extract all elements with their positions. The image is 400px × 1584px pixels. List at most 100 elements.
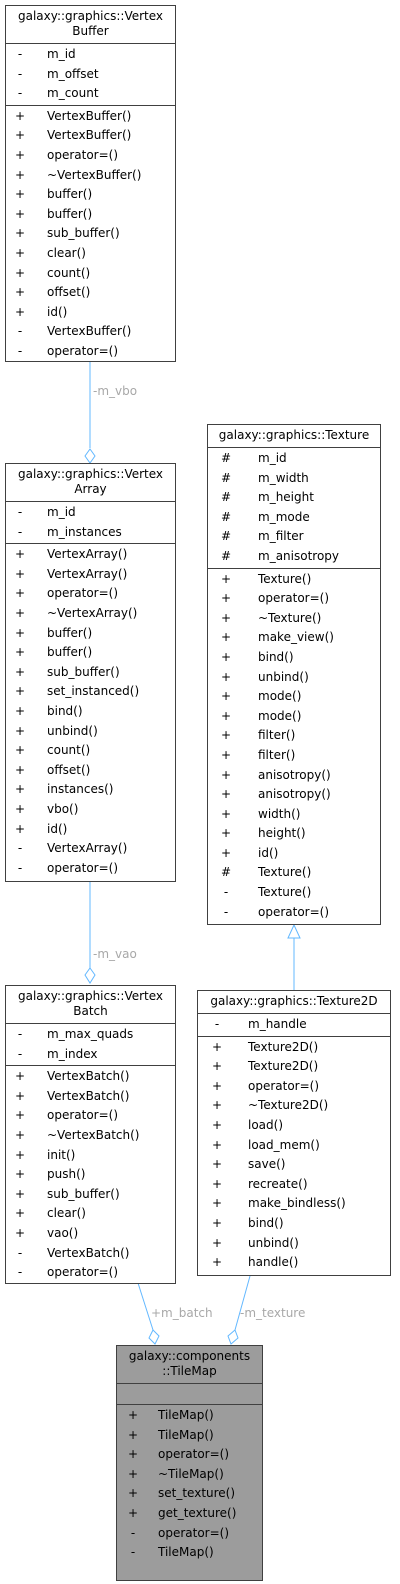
- operation-row[interactable]: -Texture(): [208, 883, 380, 903]
- operation-row[interactable]: -VertexArray(): [6, 839, 175, 859]
- operation-row[interactable]: +make_bindless(): [198, 1194, 390, 1214]
- operation-row[interactable]: -operator=(): [6, 859, 175, 879]
- attribute-row[interactable]: #m_id: [208, 449, 380, 469]
- operation-row[interactable]: +clear(): [6, 1204, 175, 1224]
- operation-row[interactable]: +filter(): [208, 726, 380, 746]
- operation-row[interactable]: +VertexBatch(): [6, 1087, 175, 1107]
- operation-row[interactable]: -operator=(): [117, 1524, 262, 1544]
- operation-row[interactable]: +operator=(): [198, 1077, 390, 1097]
- operation-row[interactable]: +load_mem(): [198, 1136, 390, 1156]
- attribute-row[interactable]: -m_id: [6, 503, 175, 523]
- class-texture2d[interactable]: galaxy::graphics::Texture2D-m_handle+Tex…: [197, 990, 391, 1276]
- operation-row[interactable]: +VertexArray(): [6, 565, 175, 585]
- operation-row[interactable]: +filter(): [208, 746, 380, 766]
- operation-row[interactable]: +handle(): [198, 1253, 390, 1273]
- operation-row[interactable]: +sub_buffer(): [6, 224, 175, 244]
- operation-row[interactable]: +recreate(): [198, 1175, 390, 1195]
- attribute-row[interactable]: #m_width: [208, 469, 380, 489]
- operation-row[interactable]: +set_instanced(): [6, 682, 175, 702]
- operation-row[interactable]: +id(): [6, 820, 175, 840]
- operation-row[interactable]: #Texture(): [208, 863, 380, 883]
- attribute-row[interactable]: #m_height: [208, 488, 380, 508]
- operation-row[interactable]: +Texture2D(): [198, 1057, 390, 1077]
- operation-row[interactable]: +buffer(): [6, 205, 175, 225]
- attribute-row[interactable]: -m_max_quads: [6, 1025, 175, 1045]
- operation-row[interactable]: +TileMap(): [117, 1426, 262, 1446]
- operation-row[interactable]: +offset(): [6, 283, 175, 303]
- operation-row[interactable]: +VertexArray(): [6, 545, 175, 565]
- operation-row[interactable]: +buffer(): [6, 185, 175, 205]
- operation-row[interactable]: -TileMap(): [117, 1543, 262, 1563]
- operation-row[interactable]: +clear(): [6, 244, 175, 264]
- operation-row[interactable]: +anisotropy(): [208, 785, 380, 805]
- operation-row[interactable]: +bind(): [198, 1214, 390, 1234]
- operation-row[interactable]: +bind(): [6, 702, 175, 722]
- operation-row[interactable]: +unbind(): [6, 722, 175, 742]
- attribute-row[interactable]: -m_index: [6, 1045, 175, 1065]
- class-tilemap[interactable]: galaxy::components::TileMap+TileMap()+Ti…: [116, 1345, 263, 1581]
- operation-row[interactable]: +TileMap(): [117, 1406, 262, 1426]
- operation-row[interactable]: +VertexBatch(): [6, 1067, 175, 1087]
- attribute-row[interactable]: #m_mode: [208, 508, 380, 528]
- operation-row[interactable]: +count(): [6, 264, 175, 284]
- attribute-row[interactable]: #m_filter: [208, 527, 380, 547]
- operation-row[interactable]: +buffer(): [6, 643, 175, 663]
- operation-row[interactable]: +VertexBuffer(): [6, 107, 175, 127]
- operation-row[interactable]: +~Texture2D(): [198, 1096, 390, 1116]
- operation-row[interactable]: +operator=(): [6, 146, 175, 166]
- operation-row[interactable]: -operator=(): [6, 342, 175, 362]
- operation-row[interactable]: +set_texture(): [117, 1484, 262, 1504]
- operation-row[interactable]: +operator=(): [117, 1445, 262, 1465]
- operation-row[interactable]: +unbind(): [208, 668, 380, 688]
- operation-row[interactable]: +save(): [198, 1155, 390, 1175]
- operation-row[interactable]: +Texture2D(): [198, 1038, 390, 1058]
- operation-row[interactable]: +buffer(): [6, 624, 175, 644]
- operation-row[interactable]: -operator=(): [208, 903, 380, 923]
- operation-row[interactable]: +get_texture(): [117, 1504, 262, 1524]
- attribute-row[interactable]: #m_anisotropy: [208, 547, 380, 567]
- attribute-row[interactable]: -m_handle: [198, 1015, 390, 1035]
- operation-row[interactable]: +unbind(): [198, 1234, 390, 1254]
- operation-row[interactable]: -VertexBatch(): [6, 1244, 175, 1264]
- member-name: unbind(): [258, 669, 309, 684]
- operation-row[interactable]: +mode(): [208, 687, 380, 707]
- operation-row[interactable]: +vao(): [6, 1224, 175, 1244]
- operation-row[interactable]: +~Texture(): [208, 609, 380, 629]
- operation-row[interactable]: +~VertexArray(): [6, 604, 175, 624]
- class-texture[interactable]: galaxy::graphics::Texture#m_id#m_width#m…: [207, 424, 381, 925]
- operation-row[interactable]: +anisotropy(): [208, 766, 380, 786]
- attribute-row[interactable]: -m_id: [6, 45, 175, 65]
- operation-row[interactable]: +offset(): [6, 761, 175, 781]
- attribute-row[interactable]: -m_count: [6, 84, 175, 104]
- operation-row[interactable]: +height(): [208, 824, 380, 844]
- operation-row[interactable]: +sub_buffer(): [6, 663, 175, 683]
- operation-row[interactable]: +operator=(): [208, 589, 380, 609]
- operation-row[interactable]: +~VertexBuffer(): [6, 166, 175, 186]
- attribute-row[interactable]: -m_offset: [6, 65, 175, 85]
- operation-row[interactable]: +mode(): [208, 707, 380, 727]
- operation-row[interactable]: +operator=(): [6, 584, 175, 604]
- operation-row[interactable]: +count(): [6, 741, 175, 761]
- operation-row[interactable]: +~TileMap(): [117, 1465, 262, 1485]
- operation-row[interactable]: +bind(): [208, 648, 380, 668]
- operation-row[interactable]: -VertexBuffer(): [6, 322, 175, 342]
- operation-row[interactable]: +~VertexBatch(): [6, 1126, 175, 1146]
- operation-row[interactable]: +instances(): [6, 780, 175, 800]
- operation-row[interactable]: +Texture(): [208, 570, 380, 590]
- operation-row[interactable]: -operator=(): [6, 1263, 175, 1283]
- operation-row[interactable]: +id(): [6, 303, 175, 323]
- operation-row[interactable]: +vbo(): [6, 800, 175, 820]
- operation-row[interactable]: +operator=(): [6, 1106, 175, 1126]
- operation-row[interactable]: +load(): [198, 1116, 390, 1136]
- operation-row[interactable]: +init(): [6, 1146, 175, 1166]
- operation-row[interactable]: +id(): [208, 844, 380, 864]
- operation-row[interactable]: +width(): [208, 805, 380, 825]
- operation-row[interactable]: +push(): [6, 1165, 175, 1185]
- operation-row[interactable]: +VertexBuffer(): [6, 126, 175, 146]
- operation-row[interactable]: +sub_buffer(): [6, 1185, 175, 1205]
- operation-row[interactable]: +make_view(): [208, 628, 380, 648]
- attribute-row[interactable]: -m_instances: [6, 523, 175, 543]
